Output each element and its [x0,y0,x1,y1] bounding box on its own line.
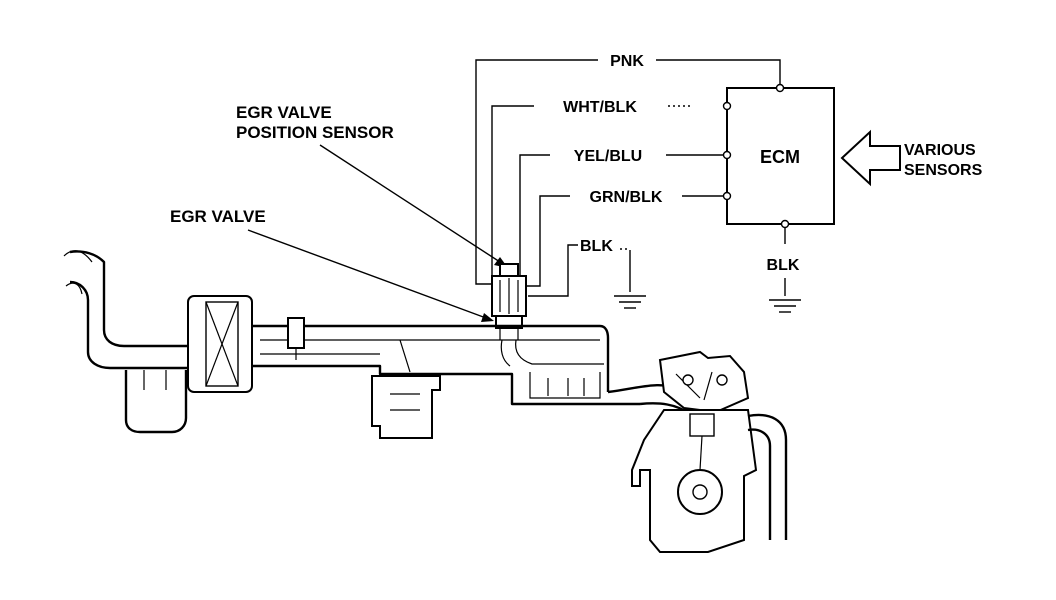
ecm-pin-yel-blu [722,150,732,160]
wire-label-pnk: PNK [610,53,644,70]
egr-valve-position-sensor-label-1: EGR VALVE [236,103,332,122]
ecm-pin-blk [780,219,790,229]
wire-grn-blk [522,195,723,287]
intake-pipework [63,250,701,439]
wire-yel-blu [510,154,723,277]
wire-label-wht-blk: WHT/BLK [563,99,637,116]
wire-pnk [475,59,781,285]
ground-symbol-ecm [769,299,801,313]
ecm-pin-wht-blk [722,101,732,111]
wire-label-blk-sensor: BLK [580,238,613,255]
various-sensors-label-2: SENSORS [904,162,983,179]
ecm-pin-grn-blk [722,191,732,201]
ground-symbol-sensor [614,295,646,309]
egr-valve-position-sensor-label-2: POSITION SENSOR [236,123,394,142]
various-sensors-arrow [840,129,901,187]
wire-blk-sensor [528,244,631,297]
leader-egr-valve [247,229,494,322]
ecm-pin-pnk [775,83,785,93]
egr-valve-assembly [491,263,527,340]
various-sensors-label-1: VARIOUS [904,142,976,159]
wire-label-blk-ecm: BLK [767,257,800,274]
wire-label-yel-blu: YEL/BLU [574,148,642,165]
egr-valve-label: EGR VALVE [170,207,266,226]
wire-label-grn-blk: GRN/BLK [590,189,663,206]
leader-position-sensor [319,144,508,268]
ecm-label: ECM [760,147,800,167]
ecm-box: ECM [722,83,835,229]
engine-block [631,350,788,553]
